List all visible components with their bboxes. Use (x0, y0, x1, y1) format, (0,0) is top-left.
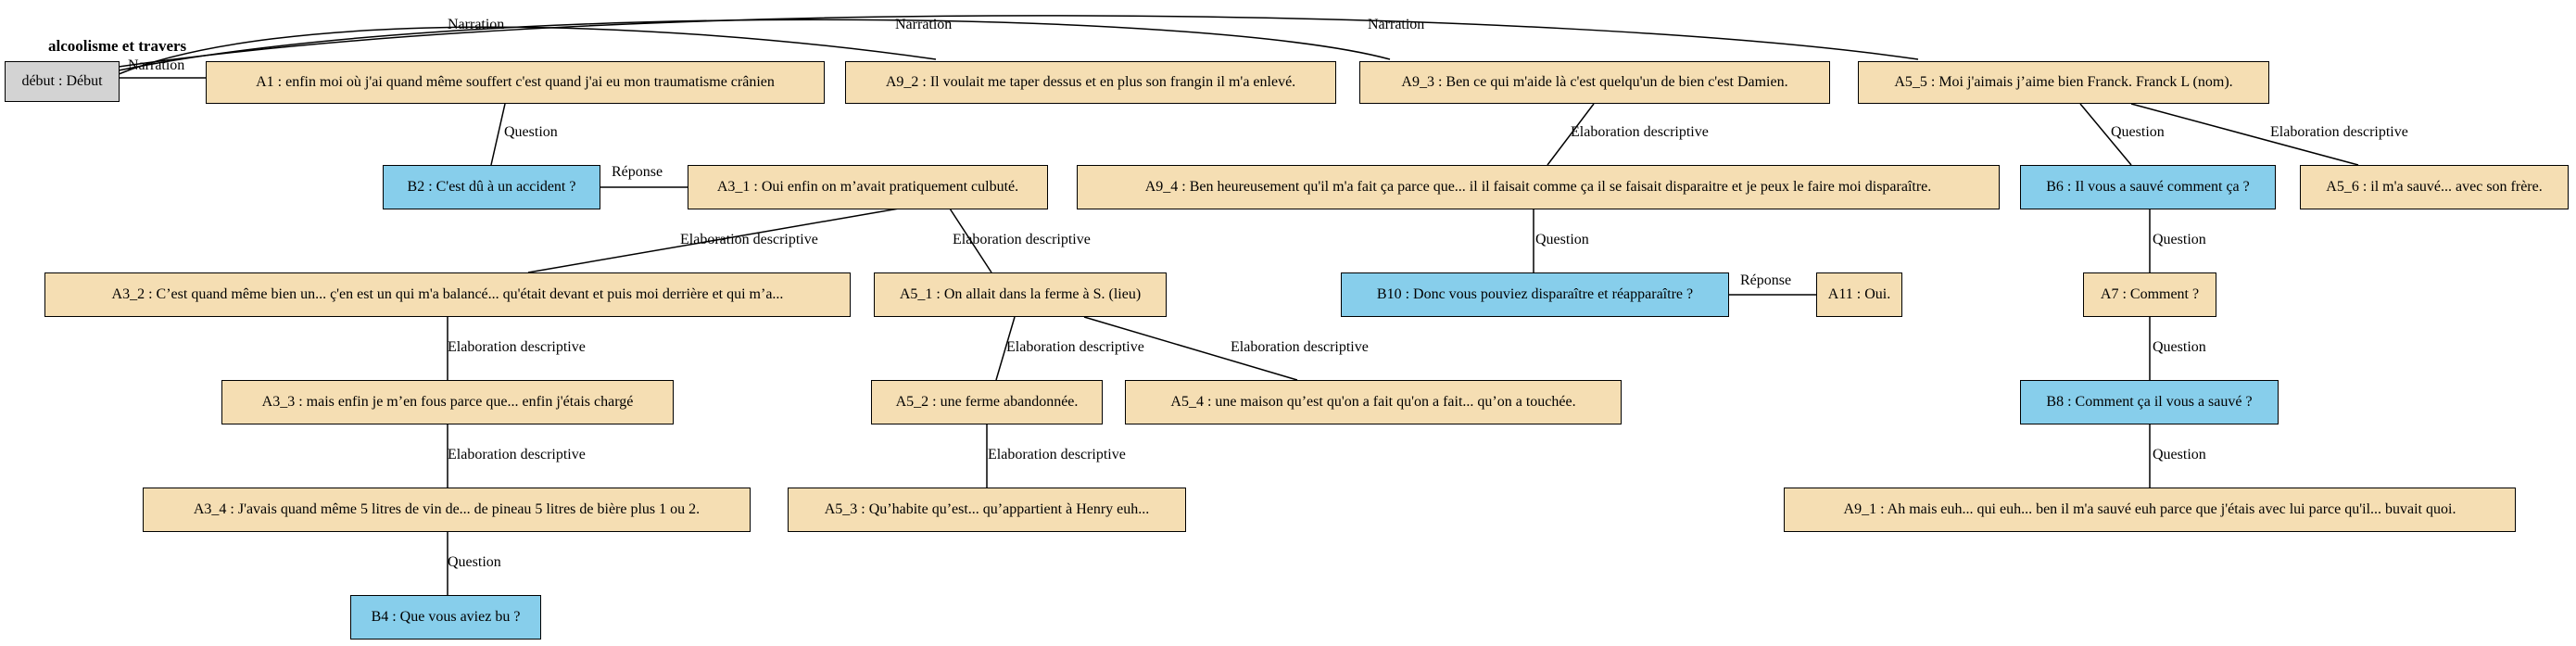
node-a1[interactable]: A1 : enfin moi où j'ai quand même souffe… (206, 61, 825, 104)
node-a9-2[interactable]: A9_2 : Il voulait me taper dessus et en … (845, 61, 1336, 104)
edge-label-reponse: Réponse (1740, 272, 1792, 288)
edge-label-question: Question (1535, 232, 1589, 247)
edge-label-question: Question (2153, 232, 2206, 247)
edge-label-narration: Narration (1368, 17, 1425, 32)
edge-label-narration: Narration (448, 17, 505, 32)
node-a5-3[interactable]: A5_3 : Qu’habite qu’est... qu’appartient… (788, 488, 1186, 532)
edge-label-question: Question (2153, 447, 2206, 462)
edge-label-elaboration: Elaboration descriptive (1571, 124, 1709, 140)
node-a5-5[interactable]: A5_5 : Moi j'aimais j’aime bien Franck. … (1858, 61, 2269, 104)
edge-label-reponse: Réponse (612, 164, 663, 180)
edge-a9-3-a9-4 (1547, 103, 1595, 166)
node-b2[interactable]: B2 : C'est dû à un accident ? (383, 165, 600, 209)
edge-label-elaboration: Elaboration descriptive (1006, 339, 1144, 355)
edge-a5-1-a5-2 (995, 316, 1016, 381)
node-a5-1[interactable]: A5_1 : On allait dans la ferme à S. (lie… (874, 272, 1167, 317)
node-a3-4[interactable]: A3_4 : J'avais quand même 5 litres de vi… (143, 488, 751, 532)
node-a5-6[interactable]: A5_6 : il m'a sauvé... avec son frère. (2300, 165, 2569, 209)
node-a9-4[interactable]: A9_4 : Ben heureusement qu'il m'a fait ç… (1077, 165, 2000, 209)
node-a11[interactable]: A11 : Oui. (1816, 272, 1902, 317)
node-b8[interactable]: B8 : Comment ça il vous a sauvé ? (2020, 380, 2279, 424)
edge-label-question: Question (2111, 124, 2165, 140)
edge-label-narration: Narration (895, 17, 953, 32)
edge-label-elaboration: Elaboration descriptive (953, 232, 1091, 247)
edge-label-elaboration: Elaboration descriptive (988, 447, 1126, 462)
edge-label-elaboration: Elaboration descriptive (1231, 339, 1369, 355)
edge-a3-1-a5-1 (949, 208, 992, 273)
node-a3-1[interactable]: A3_1 : Oui enfin on m’avait pratiquement… (688, 165, 1048, 209)
edge-label-narration: Narration (128, 57, 185, 73)
edge-label-question: Question (504, 124, 558, 140)
node-b6[interactable]: B6 : Il vous a sauvé comment ça ? (2020, 165, 2276, 209)
edge-a3-1-a3-2 (527, 208, 900, 273)
node-a3-2[interactable]: A3_2 : C’est quand même bien un... ç'en … (44, 272, 851, 317)
edge-label-elaboration: Elaboration descriptive (448, 339, 586, 355)
edge-label-question: Question (2153, 339, 2206, 355)
edge-label-elaboration: Elaboration descriptive (2270, 124, 2408, 140)
edge-label-elaboration: Elaboration descriptive (448, 447, 586, 462)
node-b10[interactable]: B10 : Donc vous pouviez disparaître et r… (1341, 272, 1729, 317)
node-b4[interactable]: B4 : Que vous aviez bu ? (350, 595, 541, 640)
node-debut[interactable]: début : Début (5, 61, 120, 102)
node-a9-3[interactable]: A9_3 : Ben ce qui m'aide là c'est quelqu… (1359, 61, 1830, 104)
node-a7[interactable]: A7 : Comment ? (2083, 272, 2216, 317)
edge-narration-a9-2-a9-3 (118, 19, 1391, 71)
edge-label-elaboration: Elaboration descriptive (680, 232, 818, 247)
edge-a5-5-b6 (2079, 103, 2132, 166)
node-a5-4[interactable]: A5_4 : une maison qu’est qu'on a fait qu… (1125, 380, 1622, 424)
edge-a5-5-a5-6 (2130, 103, 2359, 166)
node-a3-3[interactable]: A3_3 : mais enfin je m’en fous parce que… (221, 380, 674, 424)
edge-a5-1-a5-4 (1083, 316, 1298, 381)
node-a9-1[interactable]: A9_1 : Ah mais euh... qui euh... ben il … (1784, 488, 2516, 532)
edge-narration-a9-3-a5-5 (118, 15, 1919, 68)
graph-title: alcoolisme et travers (48, 37, 187, 55)
node-a5-2[interactable]: A5_2 : une ferme abandonnée. (871, 380, 1103, 424)
edge-narration-a1-a9-2 (118, 26, 937, 75)
edge-label-question: Question (448, 554, 501, 570)
edge-a1-b2 (490, 103, 506, 166)
